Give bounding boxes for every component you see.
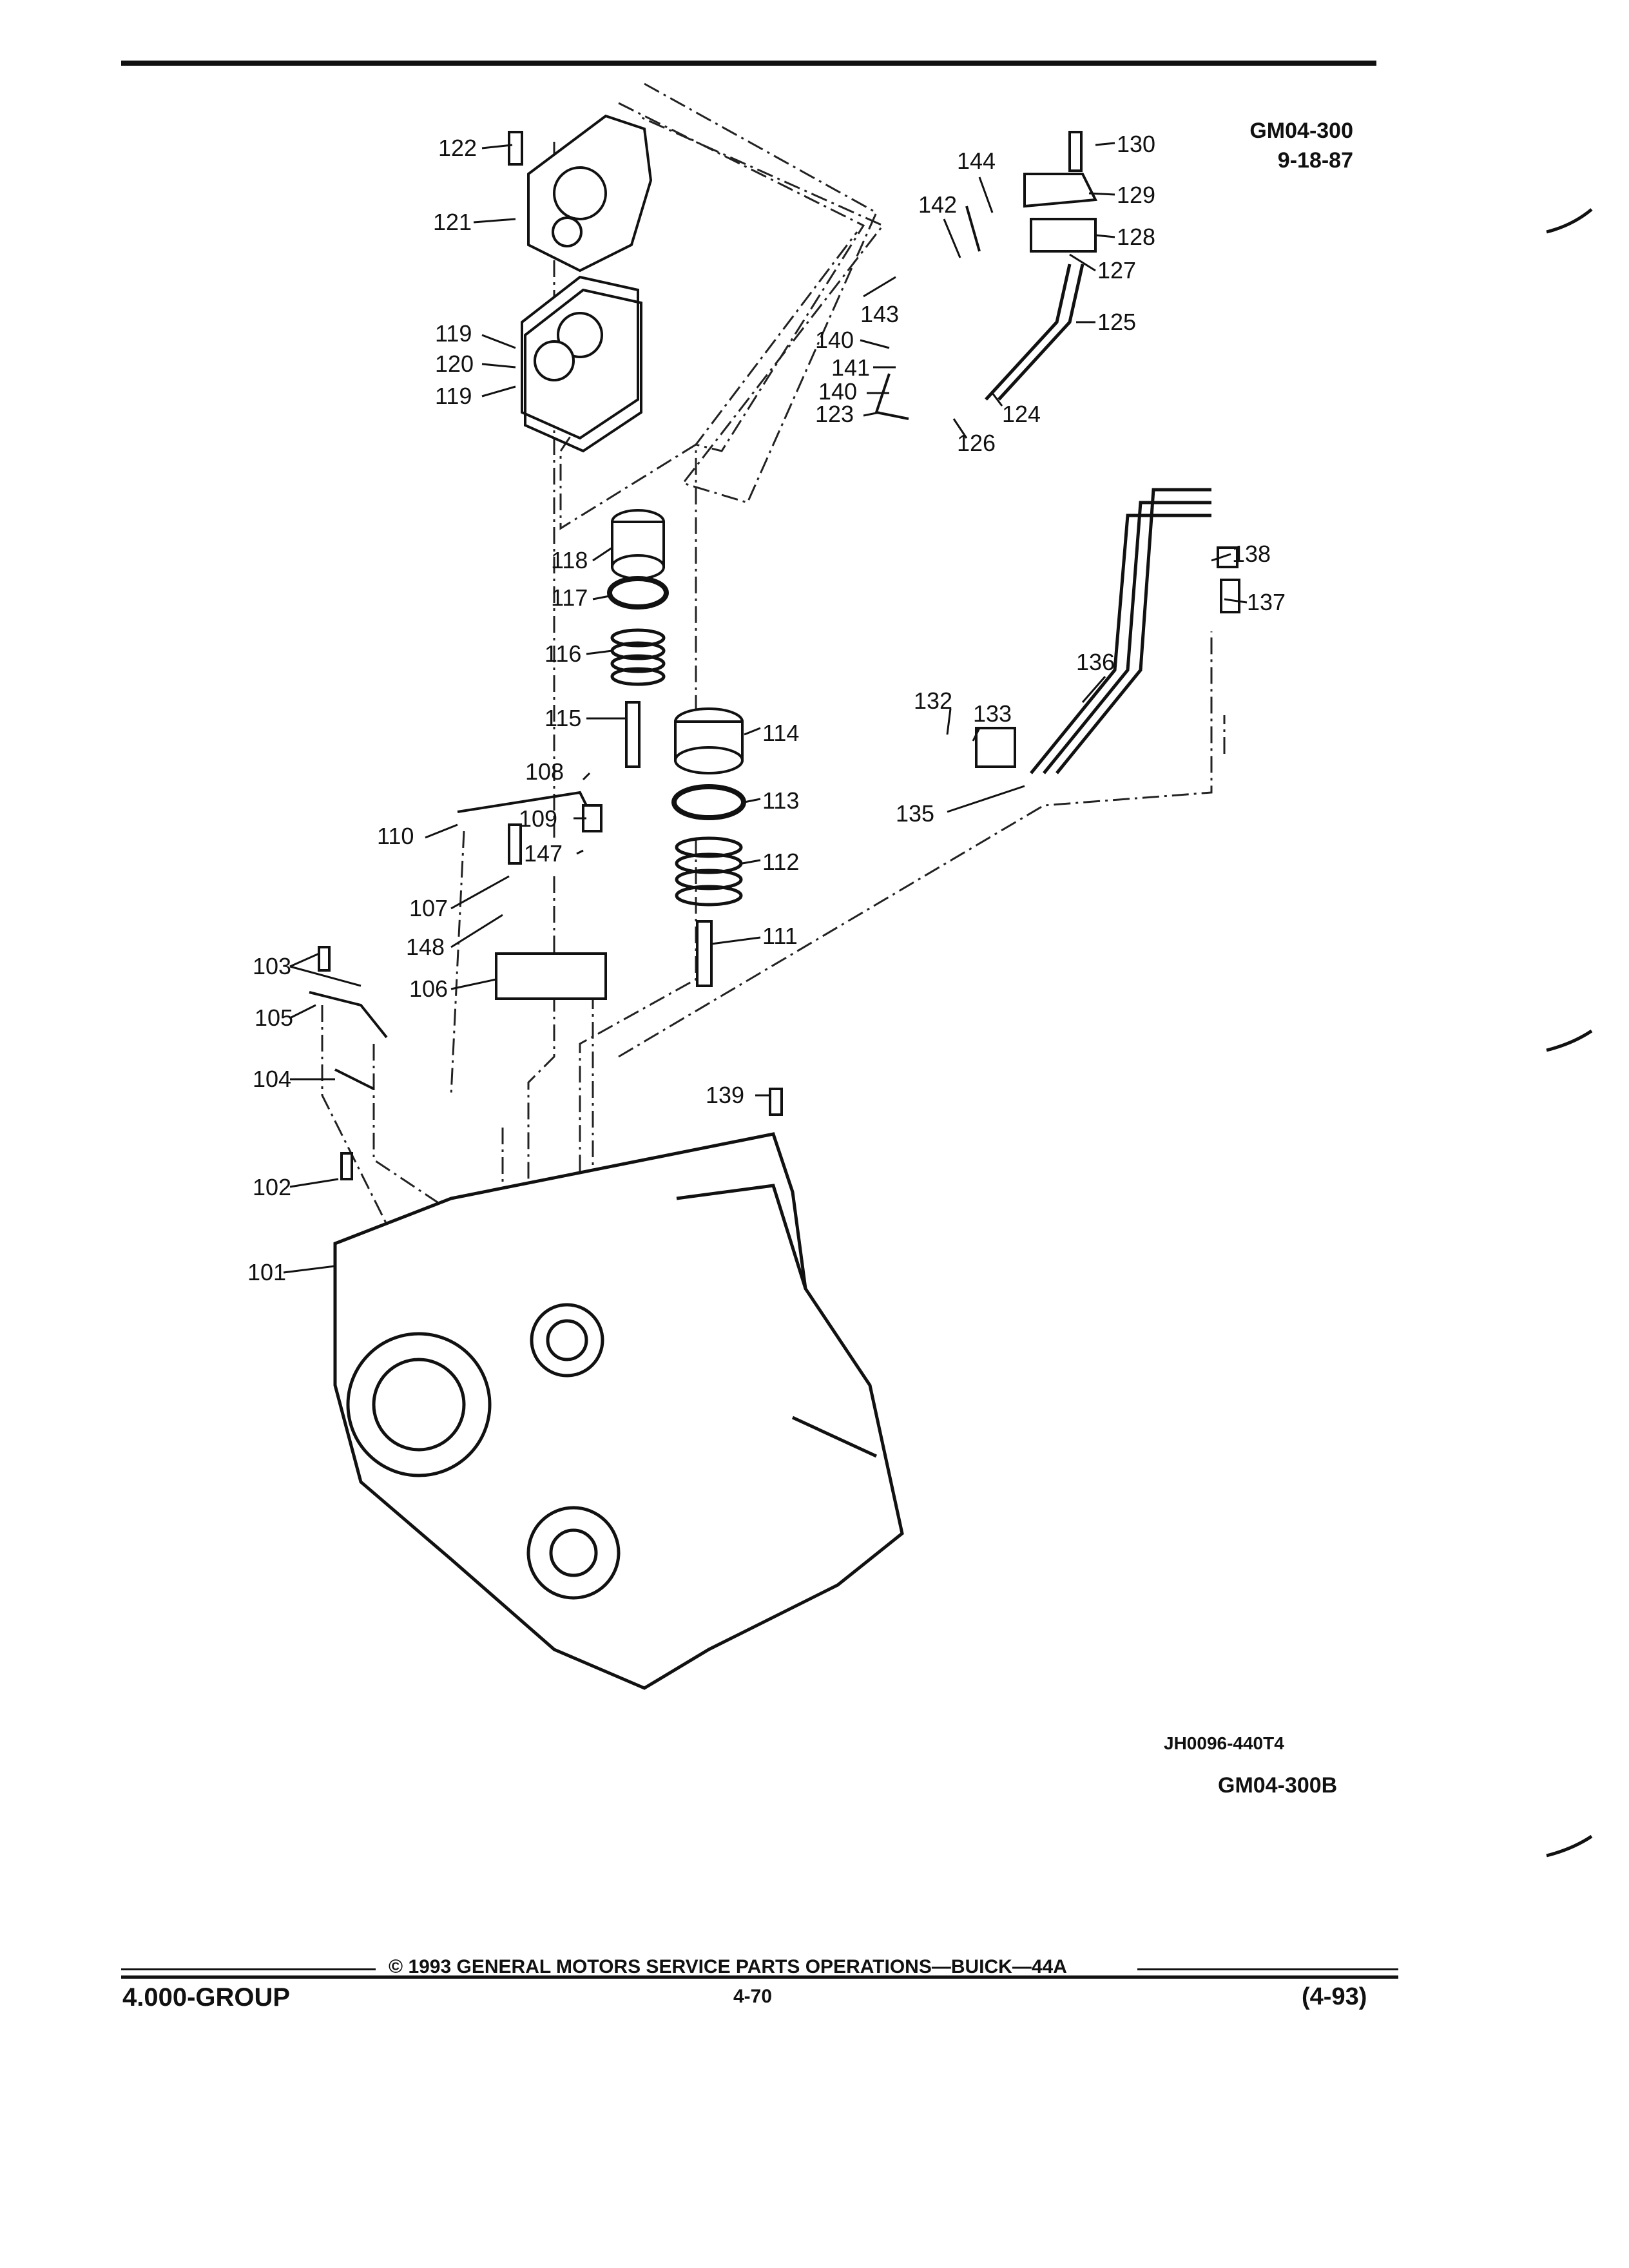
label-148: 148 (406, 934, 445, 960)
figure-code: GM04-300B (1218, 1773, 1338, 1798)
footer-group: 4.000-GROUP (122, 1983, 291, 2012)
fitting-138 (1217, 546, 1239, 568)
label-142: 142 (918, 191, 957, 218)
label-121: 121 (433, 209, 472, 235)
image-reference: JH0096-440T4 (1164, 1733, 1284, 1753)
label-107: 107 (409, 895, 448, 921)
label-119-b: 119 (435, 383, 472, 409)
margin-mark-2 (1546, 1029, 1593, 1052)
spring-141 (874, 373, 909, 420)
label-133: 133 (973, 700, 1012, 727)
screw-103 (318, 946, 331, 972)
lever-144 (965, 206, 981, 252)
transmission-case-101 (333, 1132, 904, 1690)
dowel-102 (340, 1152, 353, 1180)
label-114: 114 (762, 720, 799, 746)
cover-121 (527, 114, 653, 273)
label-125: 125 (1097, 309, 1136, 335)
label-130: 130 (1117, 131, 1155, 157)
tubes-136 (1030, 488, 1211, 774)
label-147: 147 (524, 840, 563, 867)
label-132: 132 (914, 687, 952, 714)
label-140-b: 140 (818, 378, 857, 405)
pin-115 (625, 701, 641, 768)
block-106 (495, 952, 607, 1000)
plug-139 (769, 1088, 783, 1116)
footer-copyright: © 1993 GENERAL MOTORS SERVICE PARTS OPER… (389, 1956, 1067, 1977)
spring-116 (610, 628, 666, 686)
label-136: 136 (1076, 649, 1115, 675)
small-hardware (309, 131, 1240, 1180)
label-113: 113 (762, 787, 799, 814)
label-103: 103 (253, 953, 291, 979)
label-116: 116 (545, 640, 581, 667)
label-143: 143 (860, 301, 899, 327)
label-124: 124 (1002, 401, 1041, 427)
label-137: 137 (1247, 589, 1286, 615)
bolt-130 (1068, 131, 1083, 172)
piston-118 (611, 509, 665, 580)
label-129: 129 (1117, 182, 1155, 208)
label-117: 117 (551, 584, 588, 611)
label-106: 106 (409, 975, 448, 1002)
label-120: 120 (435, 351, 474, 377)
label-122: 122 (438, 135, 477, 161)
fitting-137 (1220, 579, 1240, 613)
part-labels: 122 121 119 120 119 118 117 116 115 114 … (247, 131, 1286, 1285)
leader-lines (283, 142, 1248, 1274)
footer-rule-bottom (121, 1975, 1398, 1979)
label-141: 141 (831, 354, 870, 381)
label-101: 101 (247, 1259, 286, 1285)
spring-112 (675, 836, 743, 907)
label-111: 111 (762, 923, 798, 949)
label-104: 104 (253, 1066, 291, 1092)
label-105: 105 (255, 1004, 293, 1031)
piston-114 (674, 707, 744, 774)
label-126: 126 (957, 430, 996, 456)
tubes-124-125 (985, 264, 1084, 401)
top-rule (121, 61, 1376, 66)
label-138: 138 (1232, 541, 1271, 567)
header-date: 9-18-87 (1277, 148, 1353, 173)
tube-110 (457, 791, 588, 813)
gasket-plate-119-120 (521, 275, 642, 453)
ring-117 (607, 576, 669, 610)
label-118: 118 (551, 547, 588, 573)
label-140-a: 140 (815, 327, 854, 353)
label-110: 110 (377, 823, 414, 849)
label-128: 128 (1117, 224, 1155, 250)
label-144: 144 (957, 148, 996, 174)
label-139: 139 (706, 1082, 744, 1108)
label-112: 112 (762, 849, 799, 875)
header-code: GM04-300 (1249, 119, 1353, 143)
ring-113 (671, 784, 746, 820)
margin-mark-1 (1546, 208, 1593, 234)
label-109: 109 (519, 805, 557, 832)
label-119-a: 119 (435, 320, 472, 347)
label-123: 123 (815, 401, 854, 427)
label-108: 108 (525, 758, 564, 785)
label-115: 115 (545, 705, 581, 731)
footer-rule-right (1137, 1968, 1398, 1970)
clip-133 (975, 727, 1016, 768)
label-127: 127 (1097, 257, 1136, 284)
clip-104 (334, 1068, 374, 1090)
label-135: 135 (896, 800, 934, 827)
footer-revision: (4-93) (1302, 1983, 1367, 2010)
margin-mark-3 (1546, 1834, 1593, 1858)
footer-rule-left (121, 1968, 376, 1970)
bolt-122 (508, 131, 523, 166)
bracket-129-128 (1023, 173, 1098, 253)
pin-111 (696, 920, 713, 987)
label-102: 102 (253, 1174, 291, 1200)
bolt-107 (508, 823, 522, 865)
footer-page-number: 4-70 (733, 1986, 773, 2007)
bracket-105 (309, 991, 388, 1039)
